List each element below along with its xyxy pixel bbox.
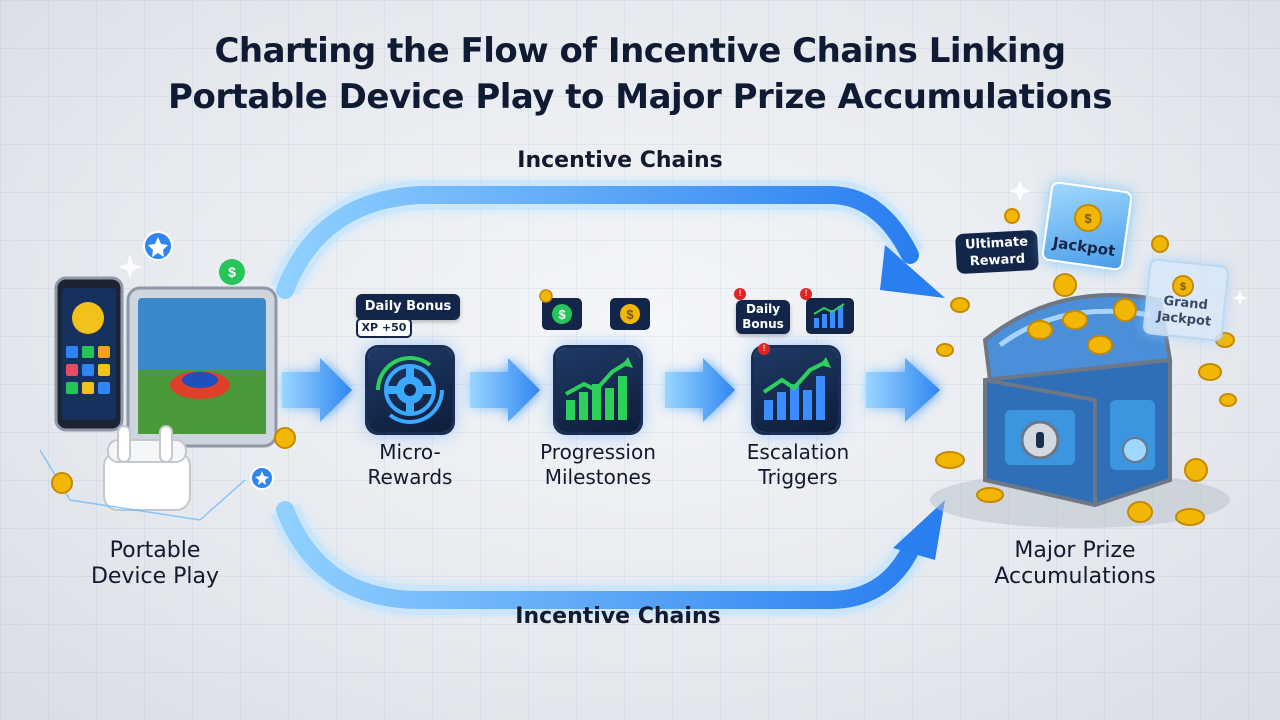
portable-device-play-label: Portable Device Play [45,538,265,590]
gold-coin-icon [539,289,553,303]
sparkle-icons [118,180,1248,306]
dollar-coin-icon: $ [610,298,650,330]
escalation-line-2: Triggers [758,465,838,489]
dollar-coin-icon: $ [542,298,582,330]
earbuds-icon [103,425,191,511]
grand-jackpot-ticket: Grand Jackpot [1142,258,1230,342]
notification-dot: ! [734,288,746,300]
daily-bonus-badge: Daily Bonus [356,294,460,320]
portable-devices-illustration: $ [39,231,296,521]
bottom-incentive-chain [271,500,945,615]
major-prize-accumulations-label: Major Prize Accumulations [965,538,1185,590]
arrow-2 [470,358,540,422]
escalation-triggers-tile [754,348,838,432]
svg-text:$: $ [626,307,634,322]
dollar-coin-icon: $ [219,259,245,285]
middle-flow-arrows [282,358,940,422]
page-title: Charting the Flow of Incentive Chains Li… [0,28,1280,120]
jackpot-ticket: Jackpot [1040,180,1134,272]
tablet-icon [126,286,278,448]
escalation-triggers-label: Escalation Triggers [708,440,888,490]
svg-text:$: $ [228,264,236,280]
arrow-1 [282,358,352,422]
bottom-chain-label: Incentive Chains [515,604,721,629]
destination-line-1: Major Prize [1014,538,1136,563]
mini-chart-icon [806,298,854,334]
xp-badge: XP +50 [356,318,412,338]
scattered-coins [935,208,1237,526]
progression-line-1: Progression [540,440,656,464]
notification-dot: ! [758,343,770,355]
notification-dot: ! [800,288,812,300]
treasure-chest-icon [930,273,1230,528]
ultimate-reward-ticket: Ultimate Reward [955,229,1039,275]
escalation-daily-bonus-badge: Daily Bonus [736,300,790,334]
progression-milestones-tile [556,348,640,432]
star-icon [143,231,173,261]
title-line-1: Charting the Flow of Incentive Chains Li… [214,31,1066,71]
micro-rewards-line-1: Micro- [379,440,441,464]
micro-rewards-label: Micro- Rewards [320,440,500,490]
destination-line-2: Accumulations [994,564,1156,589]
source-line-1: Portable [109,538,201,563]
micro-rewards-line-2: Rewards [367,465,453,489]
progression-milestones-label: Progression Milestones [508,440,688,490]
gold-coin-icon [51,427,296,494]
source-line-2: Device Play [90,564,220,589]
smartphone-icon [54,276,124,432]
arrow-4 [866,358,940,422]
progression-line-2: Milestones [544,465,652,489]
arrow-3 [665,358,735,422]
star-icon [250,466,274,490]
svg-text:$: $ [558,307,566,322]
title-line-2: Portable Device Play to Major Prize Accu… [168,77,1112,117]
micro-rewards-tile [368,348,452,432]
top-incentive-chain [271,180,945,299]
top-chain-label: Incentive Chains [517,148,723,173]
escalation-line-1: Escalation [746,440,850,464]
